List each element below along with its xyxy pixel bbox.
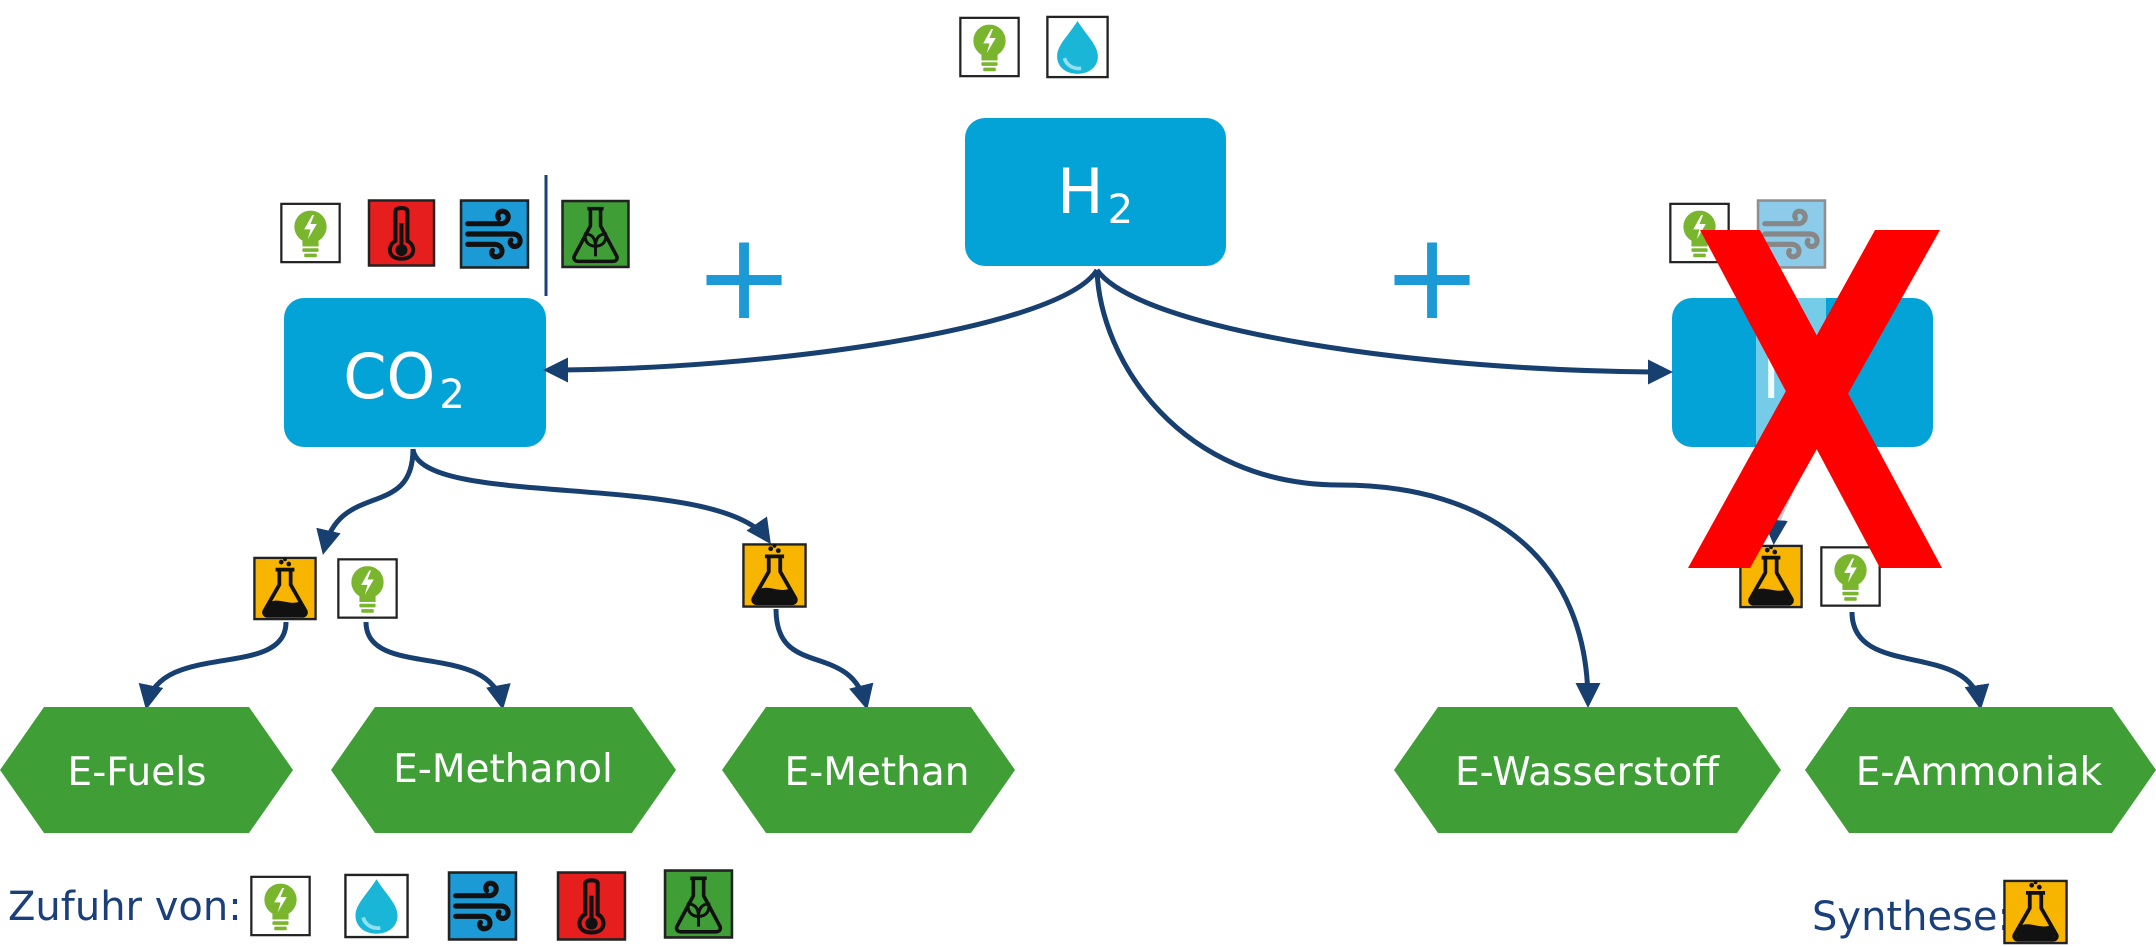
supply-legend: Zufuhr von:: [8, 869, 734, 940]
arrow-to-e-fuels: [138, 621, 289, 710]
arrow-h2-to-co2: [543, 268, 1100, 383]
arrow-h2-to-e-wasserstoff: [1094, 269, 1601, 708]
arrow-co2-to-methan-synthesis: [410, 448, 771, 545]
arrow-to-e-methanol: [363, 621, 511, 710]
arrow-co2-to-synthesis: [316, 448, 416, 555]
arrow-to-e-ammoniak: [1849, 611, 1990, 710]
lightbulb-icon: [959, 16, 1020, 78]
strike-through-x: [1688, 230, 1942, 568]
wind-icon: [461, 201, 528, 268]
synthesis-legend: Synthese:: [1812, 880, 2067, 943]
svg-text:H2: H2: [1057, 155, 1133, 233]
product-label: E-Methan: [785, 750, 970, 795]
wind-icon: [449, 873, 516, 940]
supply-legend-label: Zufuhr von:: [8, 884, 242, 930]
lightbulb-icon: [1820, 546, 1881, 607]
water-drop-icon: [1046, 14, 1109, 80]
synthesis-legend-label: Synthese:: [1812, 894, 2011, 940]
lightbulb-icon: [280, 202, 341, 264]
biomass-flask-icon: [663, 869, 734, 939]
h2-subscript: 2: [1108, 187, 1133, 233]
water-drop-icon: [345, 875, 407, 937]
synthesis-flask-icon: [2004, 880, 2066, 943]
arrow-h2-to-n2: [1094, 268, 1673, 385]
h2-label: H: [1057, 155, 1104, 228]
lightbulb-icon: [337, 558, 398, 619]
biomass-flask-icon: [561, 199, 630, 269]
product-label: E-Fuels: [68, 750, 207, 795]
thermometer-icon: [369, 201, 434, 266]
product-e-methanol: E-Methanol: [331, 707, 676, 833]
thermometer-icon: [558, 873, 625, 940]
co2-label: CO: [343, 340, 435, 413]
product-label: E-Methanol: [393, 747, 613, 792]
plus-sign: +: [1382, 208, 1483, 347]
product-label: E-Ammoniak: [1856, 750, 2103, 795]
product-e-fuels: E-Fuels: [0, 707, 293, 833]
svg-text:CO2: CO2: [343, 340, 465, 418]
product-e-wasserstoff: E-Wasserstoff: [1394, 707, 1781, 833]
lightbulb-icon: [250, 875, 311, 937]
product-e-methan: E-Methan: [722, 707, 1015, 833]
arrows: [138, 268, 1990, 710]
synthesis-flask-icon: [743, 544, 805, 607]
product-label: E-Wasserstoff: [1455, 750, 1720, 795]
plus-sign: +: [694, 208, 795, 347]
co2-subscript: 2: [439, 372, 464, 418]
product-e-ammoniak: E-Ammoniak: [1805, 707, 2156, 833]
arrow-to-e-methan: [773, 608, 874, 710]
synthesis-flask-icon: [254, 557, 315, 619]
